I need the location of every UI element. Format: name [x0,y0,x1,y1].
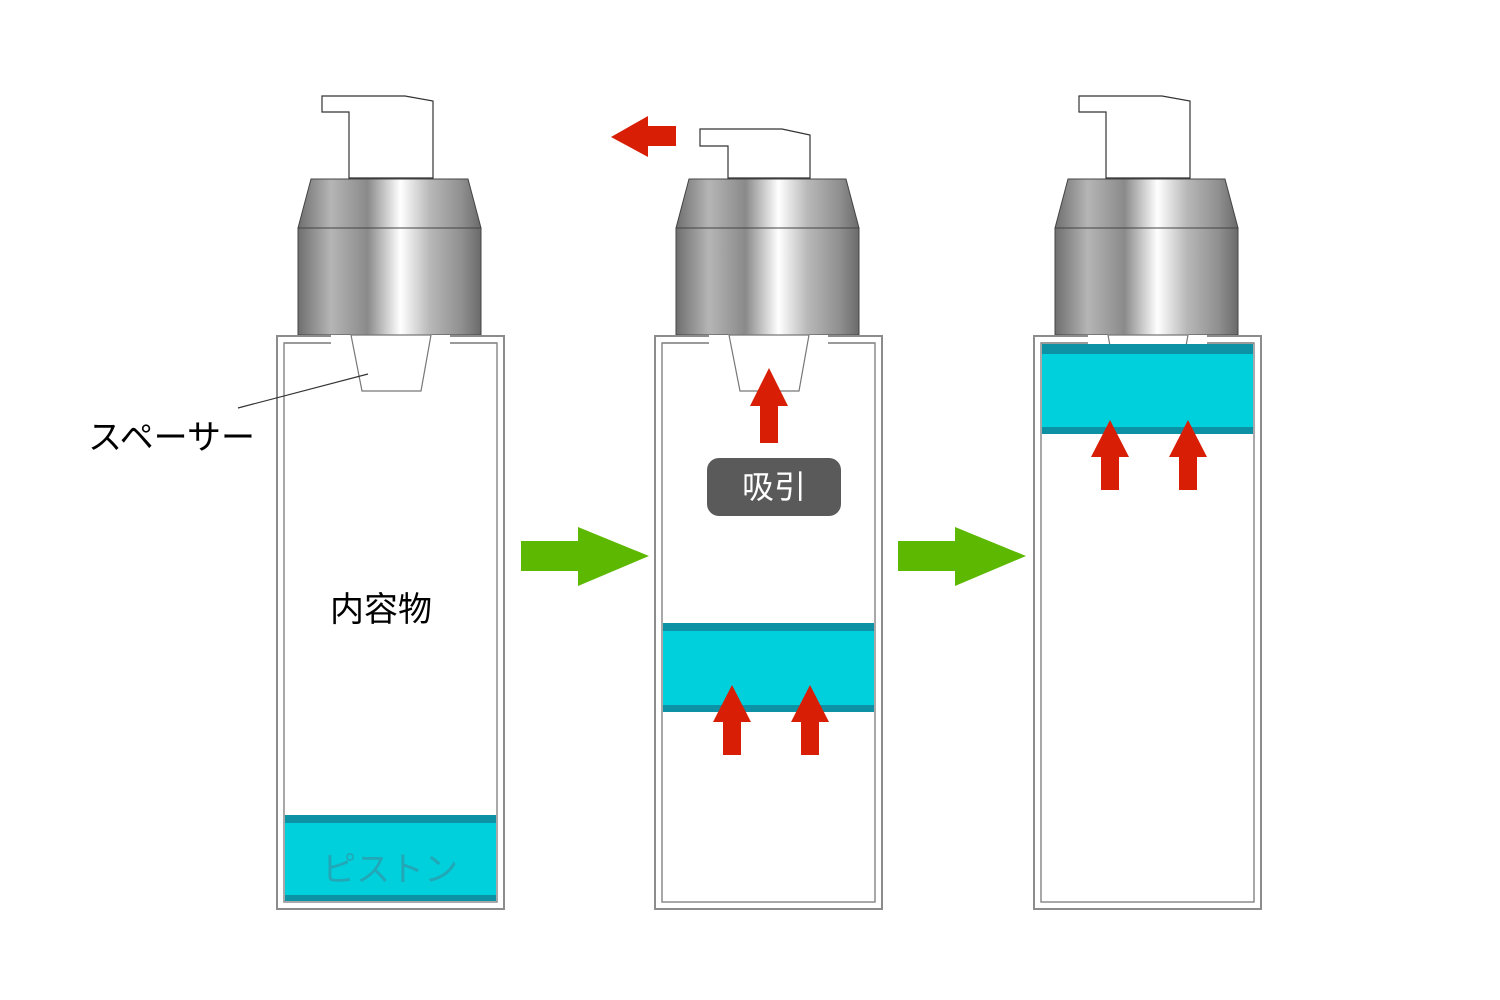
piston [1042,344,1253,434]
pump-collar [675,227,860,336]
piston [285,815,496,901]
piston-push-arrow-right [791,685,829,755]
piston-push-arrow-right [1169,420,1207,490]
bottle-stage-2 [611,116,883,910]
bottle-body [276,335,505,910]
nozzle [321,95,434,179]
pump-cap [297,178,482,229]
pump-cap [1054,178,1239,229]
pump-collar [1054,227,1239,336]
piston-push-arrow-left [1091,420,1129,490]
progress-arrow-2 [898,527,1026,586]
spacer-leader-line [237,373,369,409]
piston [663,623,874,712]
suction-arrow [750,368,788,443]
pump-collar [297,227,482,336]
spacer-part [728,334,810,392]
contents-label: 内容物 [330,590,432,630]
bottle-stage-3 [1033,95,1262,910]
spacer-label: スペーサー [88,418,255,458]
pump-cap [675,178,860,229]
spacer-part [350,334,432,392]
nozzle [1078,95,1191,179]
bottle-stage-1 [237,95,505,910]
dispense-arrow [611,116,676,157]
piston-label: ピストン [322,850,458,890]
nozzle [699,128,811,179]
progress-arrow-1 [521,527,649,586]
suction-badge: 吸引 [707,458,841,516]
piston-push-arrow-left [713,685,751,755]
